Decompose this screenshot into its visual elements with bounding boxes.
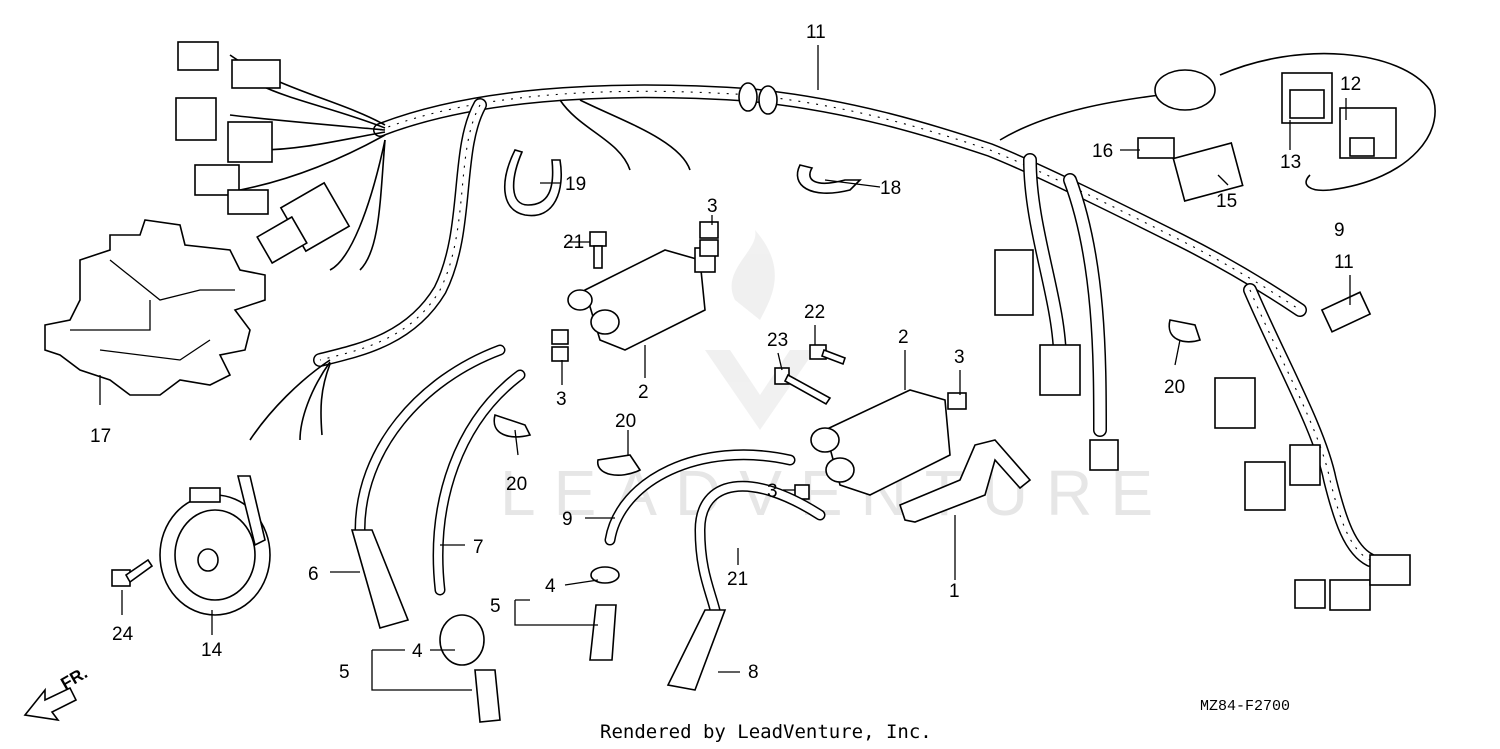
callout-2-upper: 2 [638,382,649,403]
diagram-code: MZ84-F2700 [1200,698,1290,715]
callout-22: 22 [804,302,825,323]
nut-3-mid [551,329,569,362]
ignition-coil-upper [567,247,716,351]
front-direction-arrow: FR. [23,663,91,722]
connector-right-4 [1244,444,1321,511]
spark-plug-cord-6 [350,344,506,629]
callout-19: 19 [565,174,586,195]
connector-right-2 [994,249,1034,316]
connector-right-1 [1039,344,1119,471]
callout-3-right: 3 [954,347,965,368]
spark-plug-cord-9 [604,449,796,546]
relay-15 [1172,142,1244,202]
nut-3-upper [699,221,719,257]
callout-15: 15 [1216,191,1237,212]
harness-band-19 [504,149,562,217]
callout-6: 6 [308,564,319,585]
callout-14: 14 [201,640,223,661]
callout-12: 12 [1340,74,1361,95]
spark-plug-cord-7 [432,369,526,666]
main-wire-harness [229,52,1436,567]
callout-16: 16 [1092,141,1113,162]
front-direction-label: FR. [58,663,91,693]
turn-relay-11 [1320,291,1372,333]
ignition-coil-lower [810,389,951,496]
bolt-21-top [589,231,607,269]
plug-cap-5-left [474,669,501,723]
plug-cap-5-right [589,604,617,661]
coil-bracket [899,439,1032,523]
callout-7: 7 [473,537,484,558]
relay-13 [1281,72,1333,124]
callout-21-top: 21 [563,232,584,253]
callout-1: 1 [949,581,960,602]
callout-4-right: 4 [545,576,556,597]
callout-3-lower: 3 [767,481,778,502]
clip-20-mid [597,454,642,476]
callout-11-right: 11 [1334,252,1354,273]
callout-2-lower: 2 [898,327,909,348]
bolt-23 [774,367,832,406]
plug-cap-4-right [590,566,620,584]
callout-17: 17 [90,426,111,447]
horn [159,475,271,616]
relay-12 [1339,107,1397,159]
leader-lines [99,45,1351,691]
callout-5-right: 5 [490,596,501,617]
callout-21-lower: 21 [727,569,748,590]
callout-numbers: 11 12 13 16 15 9 11 19 18 3 21 17 2 3 22… [90,22,1361,683]
connector-block-top-left [175,41,351,265]
callout-18: 18 [880,178,901,199]
callout-23: 23 [767,330,788,351]
callout-3-upper: 3 [707,196,718,217]
callout-13: 13 [1280,152,1301,173]
connector-right-5 [1294,554,1411,611]
bolt-24 [111,558,154,587]
callout-24: 24 [112,624,134,645]
render-credit: Rendered by LeadVenture, Inc. [600,721,932,743]
callout-4-left: 4 [412,641,423,662]
callout-8: 8 [748,662,759,683]
clip-20-right [1168,319,1202,343]
connector-right-3 [1214,377,1256,429]
headlight-case [44,219,266,396]
callout-20-mid: 20 [615,411,636,432]
callout-20-right: 20 [1164,377,1185,398]
callout-10: 9 [1334,220,1345,241]
callout-11-top: 11 [806,22,826,43]
watermark-logo [705,230,815,430]
bolt-22 [809,344,847,366]
callout-20-left: 20 [506,474,527,495]
callout-9: 9 [562,509,573,530]
resistor-16 [1137,137,1175,159]
callout-5-left: 5 [339,662,350,683]
clip-20-left [493,413,532,438]
callout-3-mid: 3 [556,389,567,410]
harness-band-18 [796,164,862,194]
nut-3-right [947,392,967,410]
spark-plug-cord-8 [666,480,826,691]
